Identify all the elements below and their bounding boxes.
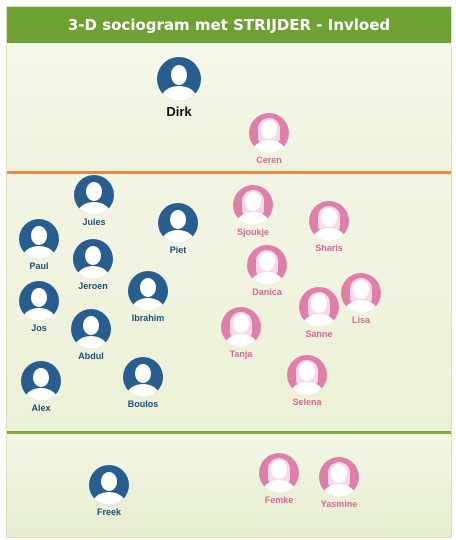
boy-avatar-icon: [158, 203, 198, 243]
boy-avatar-icon: [74, 175, 114, 215]
low-influence-zone: [7, 433, 451, 537]
person-lisa[interactable]: Lisa: [329, 273, 393, 337]
girl-avatar-icon: [309, 201, 349, 241]
person-name: Sjoukje: [236, 227, 269, 237]
person-danica[interactable]: Danica: [235, 245, 299, 309]
person-name: Piet: [169, 245, 187, 255]
boy-avatar-icon: [89, 465, 129, 505]
girl-avatar-icon: [341, 273, 381, 313]
person-name: Lisa: [351, 315, 370, 325]
person-name: Ibrahim: [131, 313, 165, 323]
boy-avatar-icon: [19, 281, 59, 321]
person-name: Paul: [29, 261, 49, 271]
person-abdul[interactable]: Abdul: [59, 309, 123, 373]
boy-avatar-icon: [71, 309, 111, 349]
sociogram: 3-D sociogram met STRIJDER - Invloed Dir…: [6, 6, 452, 538]
person-freek[interactable]: Freek: [77, 465, 141, 529]
person-name: Freek: [96, 507, 122, 517]
person-yasmine[interactable]: Yasmine: [307, 457, 371, 521]
girl-avatar-icon: [299, 287, 339, 327]
girl-avatar-icon: [259, 453, 299, 493]
sociogram-title: 3-D sociogram met STRIJDER - Invloed: [7, 7, 451, 43]
person-tanja[interactable]: Tanja: [209, 307, 273, 371]
person-name: Jules: [82, 217, 106, 227]
girl-avatar-icon: [287, 355, 327, 395]
person-sjoukje[interactable]: Sjoukje: [221, 185, 285, 249]
girl-avatar-icon: [319, 457, 359, 497]
girl-avatar-icon: [247, 245, 287, 285]
person-alex[interactable]: Alex: [9, 361, 73, 425]
person-femke[interactable]: Femke: [247, 453, 311, 517]
person-name: Ceren: [256, 155, 282, 165]
person-piet[interactable]: Piet: [146, 203, 210, 267]
boy-avatar-icon: [21, 361, 61, 401]
girl-avatar-icon: [249, 113, 289, 153]
person-jules[interactable]: Jules: [62, 175, 126, 239]
girl-avatar-icon: [233, 185, 273, 225]
person-sanne[interactable]: Sanne: [287, 287, 351, 351]
person-name: Boulos: [127, 399, 159, 409]
person-ibrahim[interactable]: Ibrahim: [116, 271, 180, 335]
zone-divider-bottom: [7, 431, 451, 434]
person-jos[interactable]: Jos: [7, 281, 71, 345]
person-name: Sharis: [315, 243, 343, 253]
girl-avatar-icon: [221, 307, 261, 347]
boy-avatar-icon: [157, 57, 201, 101]
person-boulos[interactable]: Boulos: [111, 357, 175, 421]
high-influence-zone: [7, 43, 451, 171]
person-name: Selena: [292, 397, 322, 407]
person-name: Jos: [31, 323, 47, 333]
person-dirk[interactable]: Dirk: [147, 57, 211, 121]
person-name: Abdul: [78, 351, 104, 361]
person-name: Danica: [252, 287, 282, 297]
person-sharis[interactable]: Sharis: [297, 201, 361, 265]
boy-avatar-icon: [73, 239, 113, 279]
person-ceren[interactable]: Ceren: [237, 113, 301, 177]
boy-avatar-icon: [19, 219, 59, 259]
person-paul[interactable]: Paul: [7, 219, 71, 283]
boy-avatar-icon: [123, 357, 163, 397]
person-jeroen[interactable]: Jeroen: [61, 239, 125, 303]
person-selena[interactable]: Selena: [275, 355, 339, 419]
zone-divider-top: [7, 171, 451, 174]
person-name: Dirk: [166, 104, 192, 119]
person-name: Alex: [31, 403, 51, 413]
person-name: Jeroen: [78, 281, 108, 291]
boy-avatar-icon: [128, 271, 168, 311]
person-name: Femke: [264, 495, 294, 505]
person-name: Sanne: [305, 329, 333, 339]
person-name: Tanja: [229, 349, 253, 359]
person-name: Yasmine: [320, 499, 358, 509]
